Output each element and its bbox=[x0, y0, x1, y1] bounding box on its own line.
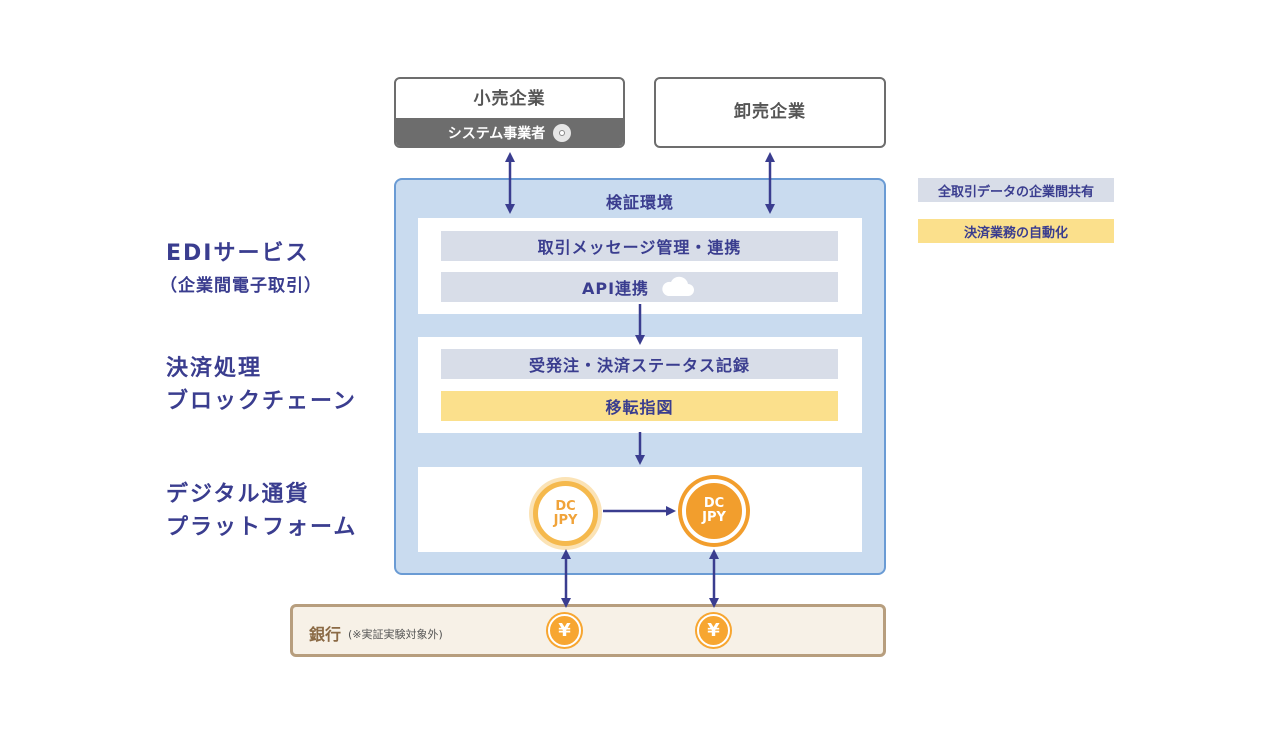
platform-panel bbox=[418, 467, 862, 552]
blockchain-subtitle: ブロックチェーン bbox=[166, 389, 357, 414]
dc-jpy-coin-source: DC JPY bbox=[533, 481, 598, 546]
status-record-label: 受発注・決済ステータス記録 bbox=[528, 356, 750, 375]
legend-settlement-automation: 決済業務の自動化 bbox=[918, 219, 1114, 243]
bank-name: 銀行 bbox=[309, 625, 342, 644]
system-provider-bar: システム事業者 bbox=[396, 118, 623, 146]
message-management-item: 取引メッセージ管理・連携 bbox=[441, 231, 838, 261]
coin-source-line1: DC bbox=[555, 498, 576, 514]
cloud-icon bbox=[662, 276, 695, 296]
retail-company-title: 小売企業 bbox=[473, 89, 546, 109]
edi-service-subtitle: （企業間電子取引） bbox=[160, 276, 322, 296]
wholesale-company-title: 卸売企業 bbox=[734, 102, 806, 122]
yen-coin-icon: ¥ bbox=[548, 614, 581, 647]
coin-target-line2: JPY bbox=[702, 510, 726, 525]
platform-label: デジタル通貨 プラットフォーム bbox=[166, 478, 391, 544]
edi-service-label: EDIサービス （企業間電子取引） bbox=[160, 237, 386, 303]
system-provider-label: システム事業者 bbox=[447, 126, 546, 142]
bank-note: (※実証実験対象外) bbox=[348, 628, 443, 641]
transfer-instruction-label: 移転指図 bbox=[605, 398, 674, 417]
blockchain-title: 決済処理 bbox=[166, 356, 263, 381]
api-integration-label: API連携 bbox=[581, 279, 650, 298]
disc-icon bbox=[553, 124, 572, 142]
status-record-item: 受発注・決済ステータス記録 bbox=[441, 349, 838, 379]
platform-subtitle: プラットフォーム bbox=[166, 515, 358, 540]
wholesale-company-box: 卸売企業 bbox=[654, 77, 886, 148]
retail-company-box: 小売企業 システム事業者 bbox=[394, 77, 625, 148]
api-integration-item: API連携 bbox=[441, 272, 838, 302]
bank-box: 銀行 (※実証実験対象外) bbox=[290, 604, 886, 657]
blockchain-label: 決済処理 ブロックチェーン bbox=[166, 352, 391, 418]
message-management-label: 取引メッセージ管理・連携 bbox=[537, 238, 742, 257]
transfer-instruction-item: 移転指図 bbox=[441, 391, 838, 421]
platform-title: デジタル通貨 bbox=[166, 482, 310, 507]
yen-coin-icon: ¥ bbox=[697, 614, 730, 647]
legend-data-sharing: 全取引データの企業間共有 bbox=[918, 178, 1114, 202]
yen-coin-symbol-2: ¥ bbox=[707, 620, 720, 641]
dc-jpy-coin-target: DC JPY bbox=[682, 479, 746, 543]
edi-service-title: EDIサービス bbox=[166, 241, 310, 266]
yen-coin-symbol-1: ¥ bbox=[558, 620, 571, 641]
coin-source-line2: JPY bbox=[553, 512, 578, 528]
coin-target-line1: DC bbox=[703, 496, 725, 511]
environment-title: 検証環境 bbox=[605, 193, 674, 212]
